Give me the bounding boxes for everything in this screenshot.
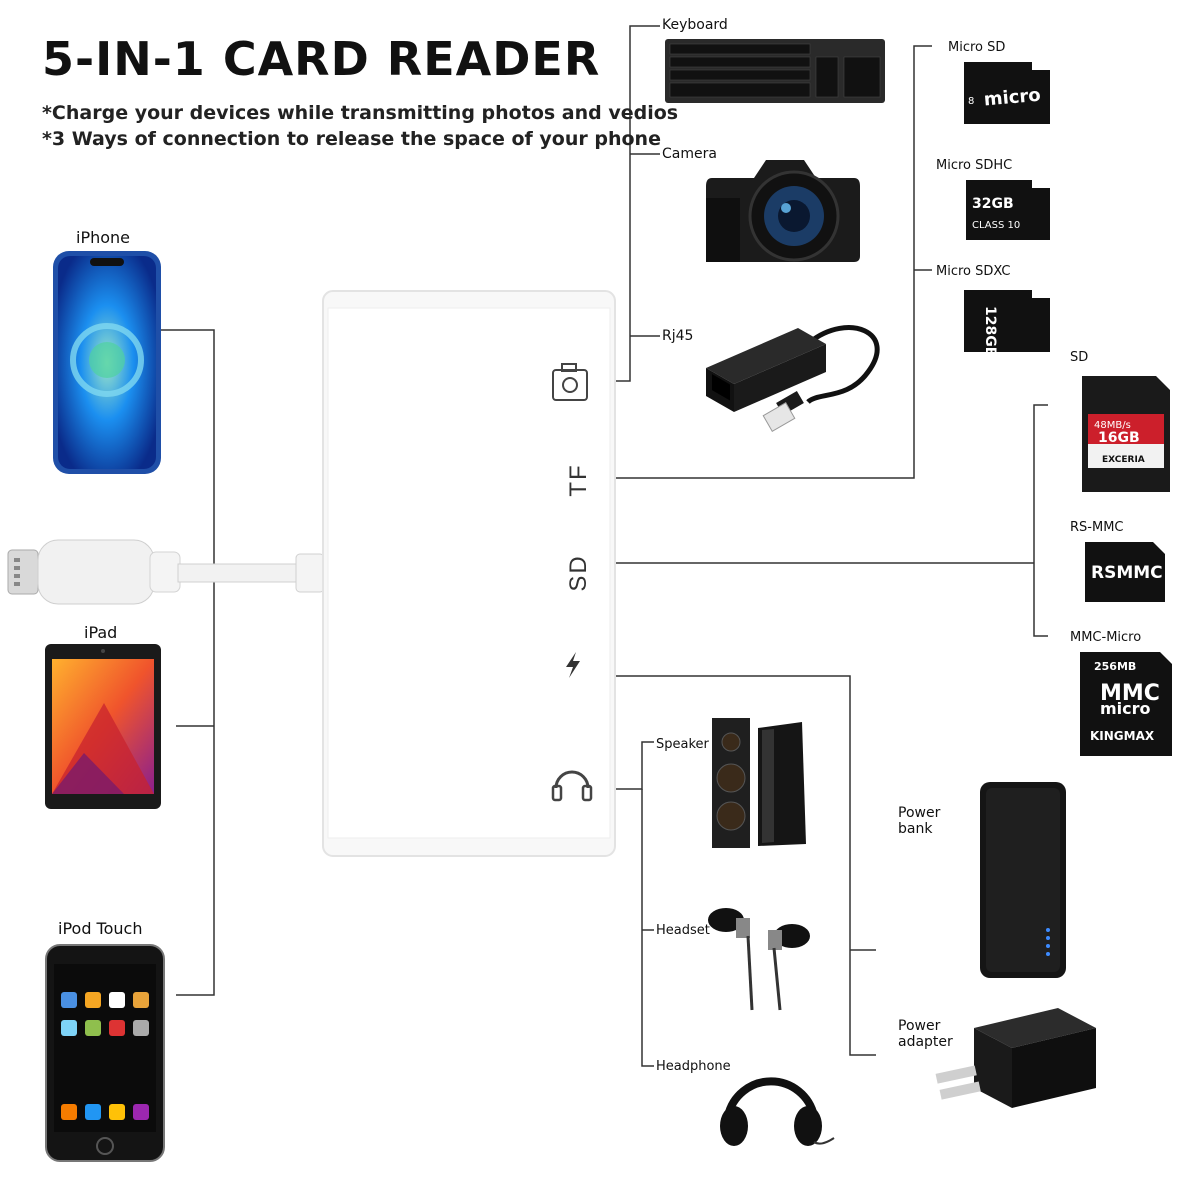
- iphone-label: iPhone: [76, 228, 131, 247]
- tf-port-label: TF: [565, 463, 592, 497]
- mmc-capacity: 256MB: [1094, 660, 1136, 673]
- sd-port-label: SD: [565, 554, 592, 592]
- power-bank-label: Power bank: [898, 805, 941, 837]
- sd-card-capacity: 16GB: [1098, 430, 1140, 446]
- micro-sdhc-label: Micro SDHC: [936, 158, 1013, 173]
- sd-label: SD: [1070, 350, 1089, 365]
- charge-port-icon: [566, 652, 580, 678]
- camera-port-icon: [552, 363, 588, 401]
- speaker-image: [712, 718, 806, 848]
- mmc-micro-card-image: 256MB MMC micro KINGMAX: [1080, 652, 1172, 756]
- feature-line-1: *Charge your devices while transmitting …: [42, 102, 679, 124]
- power-adapter-image: [935, 1008, 1096, 1108]
- svg-text:micro: micro: [983, 85, 1041, 111]
- rj45-label: Rj45: [662, 328, 694, 344]
- headphone-port-icon: [551, 770, 593, 802]
- mmc-name: MMC: [1100, 681, 1160, 706]
- page-title: 5-IN-1 CARD READER: [42, 32, 601, 86]
- card-reader-hub: [322, 290, 616, 857]
- lightning-cable-image: [7, 539, 325, 605]
- sd-card-brand: EXCERIA: [1102, 455, 1145, 465]
- sd-card-speed: 48MB/s: [1094, 420, 1131, 431]
- mmc-micro-label: MMC-Micro: [1070, 630, 1142, 645]
- micro-sd-card-image: micro 8: [964, 62, 1050, 124]
- ipad-image: [45, 644, 161, 809]
- headphone-label: Headphone: [656, 1059, 731, 1074]
- feature-line-2: *3 Ways of connection to release the spa…: [42, 128, 661, 150]
- svg-text:8: 8: [968, 96, 974, 107]
- ipod-image: [45, 944, 165, 1162]
- mmc-brand: KINGMAX: [1090, 729, 1155, 743]
- speaker-label: Speaker: [656, 737, 709, 752]
- headphone-image: [720, 1077, 835, 1146]
- micro-sdxc-capacity: 128GB: [982, 306, 998, 354]
- power-bank-image: [980, 782, 1066, 978]
- rs-mmc-card-image: RSMMC: [1085, 542, 1165, 602]
- rs-mmc-label: RS-MMC: [1070, 520, 1124, 535]
- rs-mmc-face-text: RSMMC: [1091, 563, 1163, 583]
- iphone-image: [53, 251, 161, 474]
- sd-card-image: 48MB/s 16GB EXCERIA: [1082, 376, 1170, 492]
- camera-image: [706, 160, 860, 262]
- headset-image: [708, 908, 810, 1011]
- keyboard-label: Keyboard: [662, 17, 728, 33]
- keyboard-image: [665, 39, 885, 103]
- micro-sdhc-capacity: 32GB: [972, 196, 1014, 212]
- camera-label: Camera: [662, 146, 717, 162]
- micro-sdxc-card-image: 128GB: [964, 290, 1050, 354]
- rj45-adapter-image: [706, 325, 880, 432]
- ipad-label: iPad: [84, 623, 118, 642]
- ipod-label: iPod Touch: [58, 919, 143, 938]
- micro-sdxc-label: Micro SDXC: [936, 264, 1011, 279]
- power-adapter-label: Power adapter: [898, 1018, 953, 1050]
- micro-sdhc-card-image: 32GB CLASS 10: [966, 180, 1050, 240]
- headset-label: Headset: [656, 923, 710, 938]
- mmc-sub: micro: [1100, 699, 1151, 718]
- svg-text:CLASS 10: CLASS 10: [972, 220, 1020, 231]
- micro-sd-label: Micro SD: [948, 40, 1006, 55]
